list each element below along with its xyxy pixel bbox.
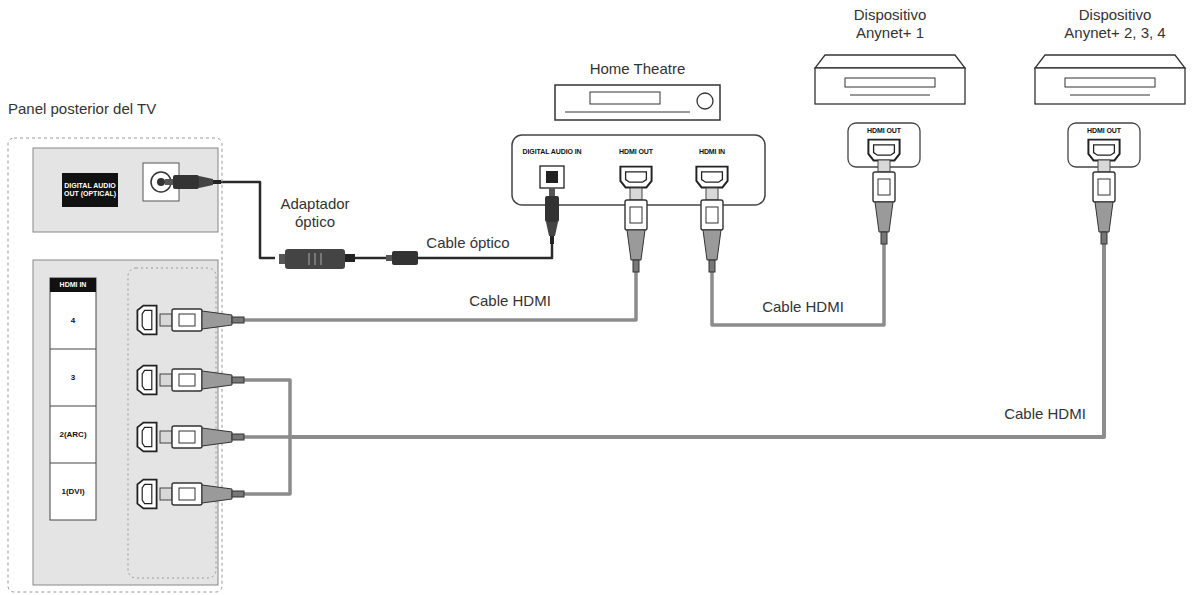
hdmi-port-label: 2(ARC) [50, 406, 96, 463]
cable-label: Cable HDMI [1001, 405, 1089, 423]
hdmi-port: 2(ARC) [50, 406, 165, 463]
hdmi-in-port-label: HDMI IN [684, 148, 740, 155]
hdmi-cable [165, 167, 1104, 494]
hdmi-cable [165, 195, 636, 320]
hdmi-out-port: HDMI OUT [608, 148, 664, 195]
tv-panel: Panel posterior del TV DIGITAL AUDIO OUT … [5, 96, 227, 594]
hdmi-cable [165, 167, 1104, 437]
anynet-device: Dispositivo Anynet+ 2, 3, 4 HDMI OUT [1040, 4, 1190, 170]
optical-in-port-label: DIGITAL AUDIO IN [515, 148, 589, 155]
hdmi-port-label: 1(DVI) [50, 463, 96, 520]
home-theatre-label: Home Theatre [505, 60, 770, 78]
hdmi-port-label: 3 [50, 349, 96, 406]
cable-label: Cable óptico [423, 234, 512, 252]
hdmi-in-panel: HDMI IN432(ARC)1(DVI) [33, 260, 218, 585]
tv-panel-label: Panel posterior del TV [8, 100, 208, 118]
optical-adapter: Adaptador óptico [275, 192, 355, 272]
hdmi-out-port-label: HDMI OUT [848, 127, 920, 134]
optical-in-port: DIGITAL AUDIO IN [515, 148, 589, 195]
hdmi-in-port: HDMI IN [684, 148, 740, 195]
optical-cable [218, 182, 275, 258]
hdmi-port: 4 [50, 292, 165, 349]
optical-out-panel: DIGITAL AUDIO OUT (OPTICAL) [33, 148, 218, 232]
home-theatre: Home TheatreDIGITAL AUDIO IN HDMI OUT HDMI… [505, 58, 770, 208]
hdmi-port: 3 [50, 349, 165, 406]
hdmi-out-port-label: HDMI OUT [1068, 127, 1140, 134]
optical-adapter-label: Adaptador óptico [275, 195, 355, 231]
anynet-device: Dispositivo Anynet+ 1 HDMI OUT [800, 4, 980, 170]
hdmi-out-port: HDMI OUT [1068, 123, 1140, 167]
hdmi-out-port-label: HDMI OUT [608, 148, 664, 155]
cable-label: Cable HDMI [759, 298, 847, 316]
anynet-device-label: Dispositivo Anynet+ 2, 3, 4 [1055, 6, 1175, 42]
optical-out-panel-label: DIGITAL AUDIO OUT (OPTICAL) [62, 173, 118, 207]
hdmi-in-panel-label: HDMI IN [50, 278, 96, 292]
hdmi-port-label: 4 [50, 292, 96, 349]
anynet-device-label: Dispositivo Anynet+ 1 [845, 6, 935, 42]
cable-label: Cable HDMI [466, 292, 554, 310]
hdmi-cable [165, 167, 1104, 437]
hdmi-out-port: HDMI OUT [848, 123, 920, 167]
hdmi-port: 1(DVI) [50, 463, 165, 520]
